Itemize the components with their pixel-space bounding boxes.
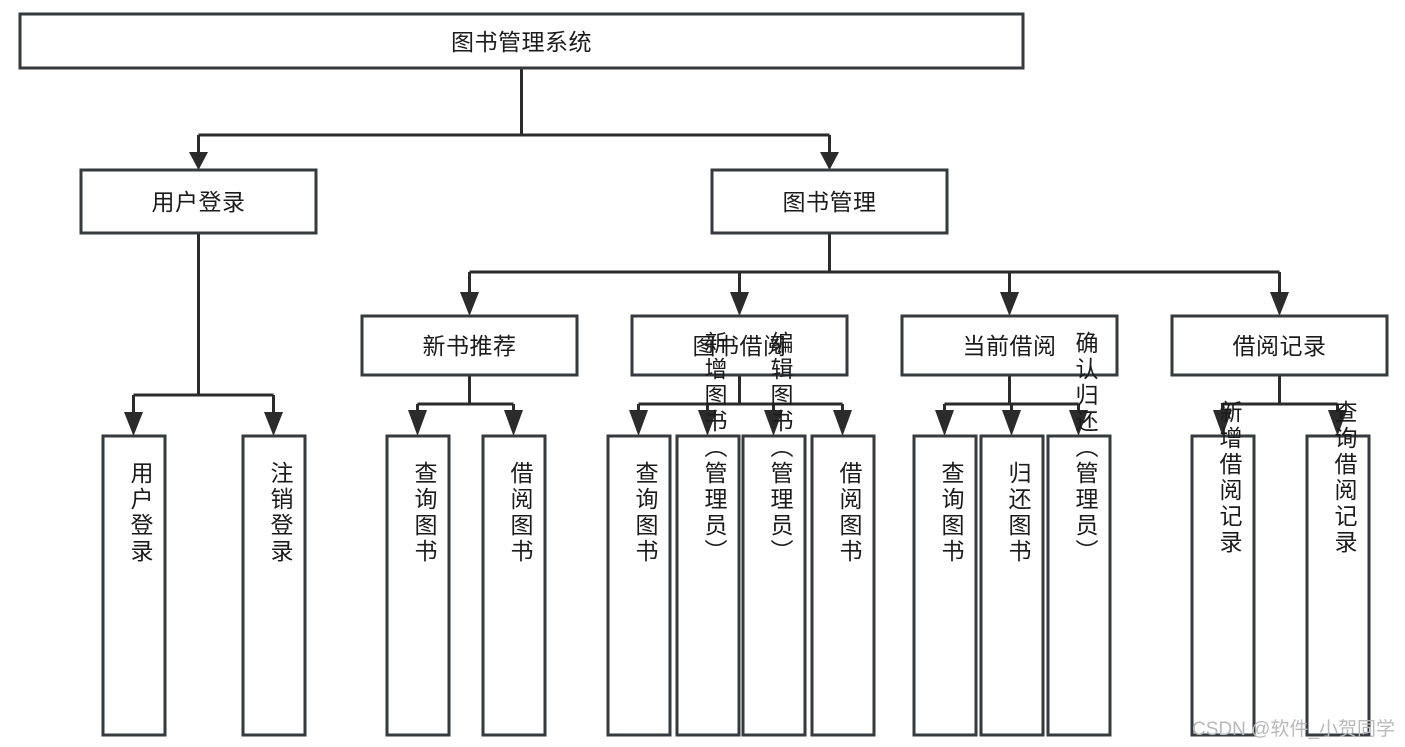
arrow-head-leaf-query-book-1 (408, 410, 427, 436)
node-leaf-user-login[interactable]: 用户登录 (101, 434, 167, 737)
node-leaf-query-book-3[interactable]: 查询图书 (912, 434, 978, 737)
arrow-head-leaf-query-record (1328, 410, 1347, 436)
node-leaf-return-book[interactable]: 归还图书 (979, 434, 1045, 737)
node-root-label: 图书管理系统 (451, 29, 592, 55)
node-leaf-query-book-2[interactable]: 查询图书 (606, 434, 672, 737)
node-leaf-query-record-label: 查询借阅记录 (1331, 400, 1358, 556)
node-leaf-borrow-book-2-box[interactable] (810, 434, 876, 737)
node-current-borrow[interactable]: 当前借阅 (900, 314, 1119, 377)
connector-group-book-manage (460, 233, 1289, 316)
node-root[interactable]: 图书管理系统 (18, 12, 1025, 70)
csdn-watermark: CSDN @软件_小贺同学 (1192, 719, 1395, 740)
node-user-login[interactable]: 用户登录 (79, 168, 318, 235)
node-leaf-borrow-book-1[interactable]: 借阅图书 (481, 434, 547, 737)
node-leaf-return-book-box[interactable] (979, 434, 1045, 737)
node-new-book-rec-box[interactable] (360, 314, 579, 377)
arrow-head-leaf-confirm-return (1069, 410, 1088, 436)
node-current-borrow-box[interactable] (900, 314, 1119, 377)
arrow-head-user-login (189, 152, 208, 170)
node-leaf-query-book-1-label: 查询图书 (411, 461, 438, 565)
connector-group-borrow-record (1213, 375, 1347, 436)
connector-group-root (189, 68, 839, 170)
arrow-head-leaf-user-login (124, 412, 143, 436)
arrow-head-borrow-record (1270, 292, 1289, 316)
arrow-head-leaf-logout-login (264, 412, 283, 436)
arrow-head-new-book-rec (460, 292, 479, 316)
node-user-login-box[interactable] (79, 168, 318, 235)
node-leaf-edit-book-label: 编辑图书（管理员） (767, 331, 794, 565)
arrow-head-leaf-return-book (1002, 410, 1021, 436)
node-leaf-logout-login-label: 注销登录 (267, 461, 294, 565)
node-leaf-edit-book-box[interactable] (741, 434, 807, 737)
node-book-borrow[interactable]: 图书借阅 (630, 314, 849, 377)
node-current-borrow-label: 当前借阅 (963, 333, 1057, 359)
node-leaf-query-record-box[interactable] (1305, 434, 1371, 737)
node-leaf-logout-login-box[interactable] (241, 434, 307, 737)
node-leaf-confirm-return-box[interactable] (1046, 434, 1112, 737)
arrow-head-book-borrow (730, 292, 749, 316)
connector-group-book-borrow (629, 375, 852, 436)
arrow-head-current-borrow (1000, 292, 1019, 316)
node-leaf-user-login-box[interactable] (101, 434, 167, 737)
node-leaf-return-book-label: 归还图书 (1005, 461, 1032, 565)
node-new-book-rec[interactable]: 新书推荐 (360, 314, 579, 377)
node-leaf-confirm-return[interactable]: 确认归还（管理员） (1046, 331, 1112, 737)
arrow-head-leaf-borrow-book-2 (833, 410, 852, 436)
arrow-head-leaf-query-book-3 (935, 410, 954, 436)
node-leaf-add-book[interactable]: 新增图书（管理员） (675, 331, 741, 737)
node-leaf-query-book-3-box[interactable] (912, 434, 978, 737)
node-leaf-logout-login[interactable]: 注销登录 (241, 434, 307, 737)
node-borrow-record-label: 借阅记录 (1233, 333, 1327, 359)
arrow-head-leaf-add-record (1213, 410, 1232, 436)
node-leaf-query-book-2-label: 查询图书 (632, 461, 659, 565)
node-book-manage-label: 图书管理 (783, 189, 877, 215)
node-leaf-add-record[interactable]: 新增借阅记录 (1190, 400, 1256, 737)
node-leaf-user-login-label: 用户登录 (127, 461, 154, 565)
arrow-head-leaf-edit-book (764, 410, 783, 436)
node-book-borrow-label: 图书借阅 (693, 333, 787, 359)
arrow-head-leaf-add-book (698, 410, 717, 436)
node-root-box[interactable] (18, 12, 1025, 70)
node-user-login-label: 用户登录 (152, 189, 246, 215)
node-leaf-add-book-label: 新增图书（管理员） (701, 331, 728, 565)
node-leaf-query-book-1[interactable]: 查询图书 (385, 434, 451, 737)
node-leaf-edit-book[interactable]: 编辑图书（管理员） (741, 331, 807, 737)
node-leaf-add-record-box[interactable] (1190, 434, 1256, 737)
arrow-head-leaf-query-book-2 (629, 410, 648, 436)
node-leaf-borrow-book-1-label: 借阅图书 (507, 461, 534, 565)
connector-group-new-book-rec (408, 375, 523, 436)
arrow-head-leaf-borrow-book-1 (504, 410, 523, 436)
node-borrow-record[interactable]: 借阅记录 (1170, 314, 1389, 377)
node-leaf-borrow-book-2[interactable]: 借阅图书 (810, 434, 876, 737)
node-leaf-query-book-3-label: 查询图书 (938, 461, 965, 565)
arrow-head-book-manage (820, 152, 839, 170)
node-leaf-add-book-box[interactable] (675, 434, 741, 737)
node-borrow-record-box[interactable] (1170, 314, 1389, 377)
node-leaf-query-record[interactable]: 查询借阅记录 (1305, 400, 1371, 737)
node-leaf-borrow-book-2-label: 借阅图书 (836, 461, 863, 565)
connector-group-current-borrow (935, 375, 1088, 436)
node-leaf-add-record-label: 新增借阅记录 (1216, 400, 1243, 556)
node-book-borrow-box[interactable] (630, 314, 849, 377)
node-leaf-confirm-return-label: 确认归还（管理员） (1072, 331, 1099, 565)
node-book-manage[interactable]: 图书管理 (710, 168, 949, 235)
node-new-book-rec-label: 新书推荐 (423, 333, 517, 359)
node-leaf-query-book-2-box[interactable] (606, 434, 672, 737)
node-leaf-borrow-book-1-box[interactable] (481, 434, 547, 737)
node-leaf-query-book-1-box[interactable] (385, 434, 451, 737)
node-book-manage-box[interactable] (710, 168, 949, 235)
connector-group-user-login (124, 233, 283, 436)
